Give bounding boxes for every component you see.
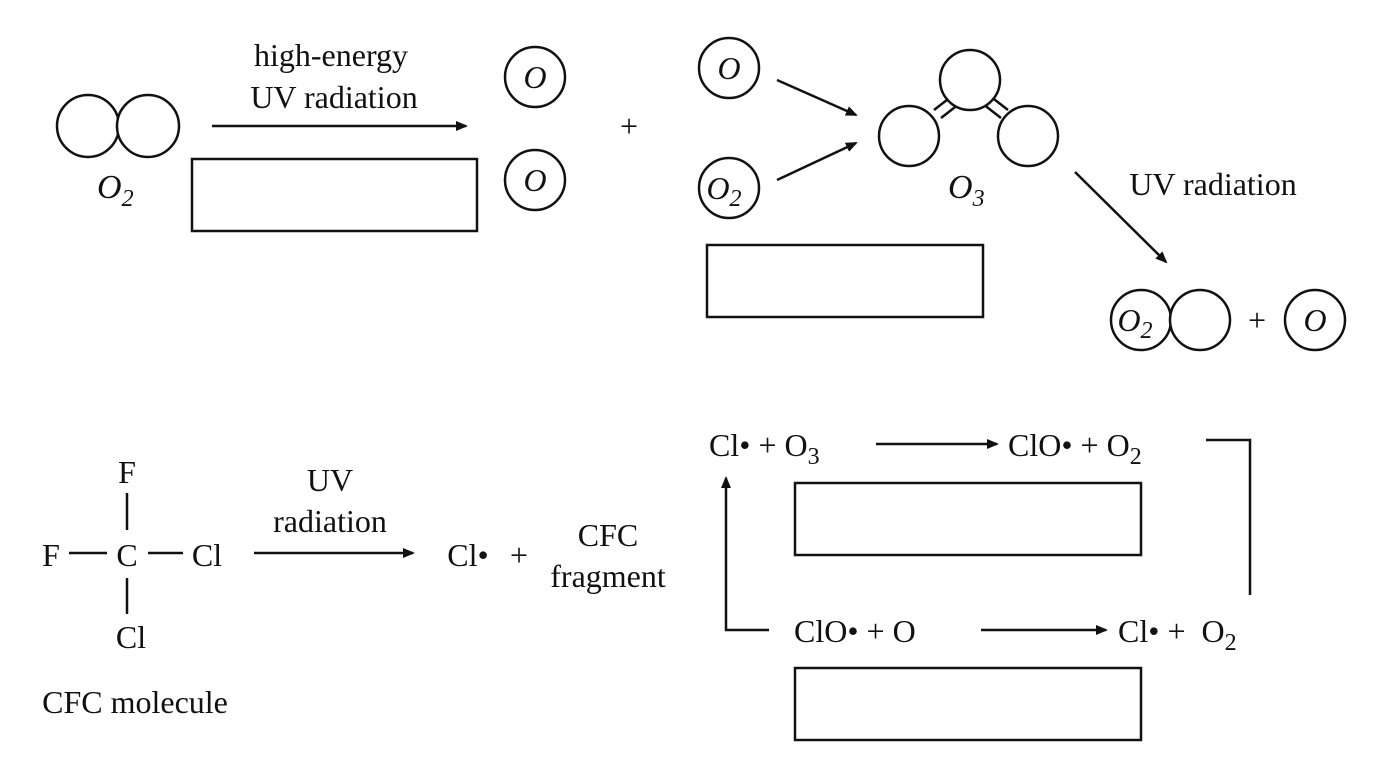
cfc-uv-line2: radiation (273, 503, 387, 539)
o2-reactant-label: O2 (706, 170, 741, 212)
cfc-plus: + (510, 537, 528, 573)
uv-label-line2: UV radiation (250, 79, 417, 115)
cfc-f-top: F (118, 454, 136, 490)
cycle-r1-left: Cl• + O3 (709, 427, 820, 470)
o-atom-top-label: O (523, 59, 546, 95)
cycle-r1-right: ClO• + O2 (1008, 427, 1142, 470)
o3-atom-top (938, 48, 1002, 112)
uv-decomposition-arrow (1074, 171, 1168, 264)
o-atom-bottom (503, 148, 567, 212)
fragment-line2: fragment (550, 558, 666, 594)
uv-label-line1: high-energy (254, 37, 408, 73)
cfc-molecule: F F C Cl Cl (42, 454, 222, 655)
o2-atom-right (115, 93, 181, 159)
answer-box-3[interactable] (793, 481, 1143, 557)
product-plus: + (1248, 302, 1266, 338)
o-atom-reactant-label: O (717, 50, 740, 86)
cfc-cl-bottom: Cl (116, 619, 146, 655)
o3-atom-right (996, 104, 1060, 168)
product-o-label: O (1303, 302, 1326, 338)
o2-reactant (697, 156, 761, 220)
answer-box-1[interactable] (190, 157, 479, 233)
arrow-o2-to-o3 (776, 141, 858, 182)
o-atom-bottom-label: O (523, 162, 546, 198)
cycle-r2-right: Cl• + O2 (1118, 613, 1237, 656)
o3-molecule (877, 48, 1060, 168)
cfc-carbon: C (116, 537, 137, 573)
cycle-connector-right (1206, 438, 1252, 595)
uv-radiation-label: UV radiation (1129, 166, 1296, 202)
cycle-r2-left: ClO• + O (794, 613, 916, 649)
cfc-cl-right: Cl (192, 537, 222, 573)
plus-sign-1: + (620, 108, 638, 144)
o-atom-top (503, 45, 567, 109)
arrow-o-to-o3 (776, 78, 858, 117)
answer-box-4[interactable] (793, 666, 1143, 742)
o2-molecule (55, 93, 181, 159)
cfc-molecule-caption: CFC molecule (42, 684, 228, 720)
cfc-uv-line1: UV (307, 462, 353, 498)
product-o-atom (1283, 288, 1347, 352)
o-atom-reactant (697, 36, 761, 100)
cycle-connector-left (721, 476, 769, 632)
o3-label: O3 (948, 169, 985, 212)
o3-atom-left (877, 104, 941, 168)
cfc-f-left: F (42, 537, 60, 573)
o2-atom-left (55, 93, 121, 159)
o2-label: O2 (97, 169, 134, 212)
answer-box-2[interactable] (705, 243, 985, 319)
fragment-line1: CFC (578, 517, 638, 553)
product-o2-atom-right (1168, 288, 1232, 352)
cl-radical: Cl• (447, 537, 488, 573)
product-o2-label: O2 (1117, 302, 1152, 344)
